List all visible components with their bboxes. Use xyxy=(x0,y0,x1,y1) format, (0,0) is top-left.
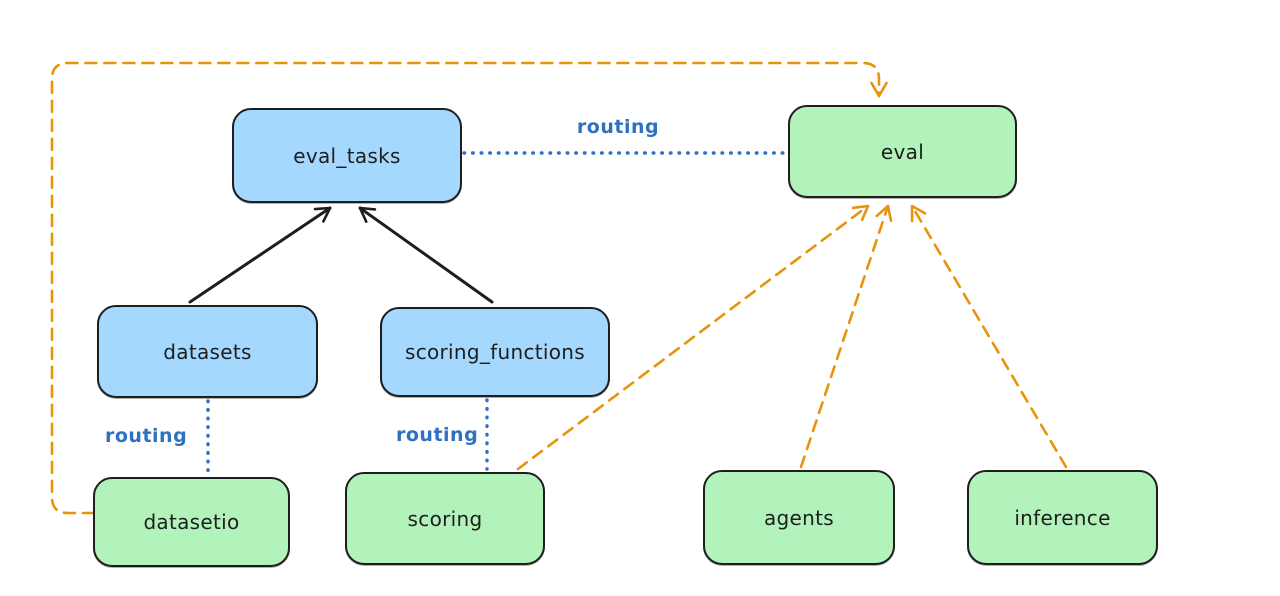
node-scoring: scoring xyxy=(345,472,545,565)
edge-label-routing-scoring: routing xyxy=(396,424,479,446)
node-datasetio: datasetio xyxy=(93,477,290,567)
node-datasetio-label: datasetio xyxy=(143,510,240,534)
edge-inference-to-eval xyxy=(910,204,1068,469)
edge-datasets-to-eval_tasks xyxy=(188,206,332,304)
node-agents-label: agents xyxy=(764,505,834,530)
node-inference-label: inference xyxy=(1014,505,1111,530)
node-scoring-label: scoring xyxy=(407,506,483,531)
edge-agents-to-eval xyxy=(799,204,893,469)
node-scoring-functions-label: scoring_functions xyxy=(404,340,586,364)
edge-scoring_functions-to-eval_tasks xyxy=(358,206,494,304)
node-agents: agents xyxy=(703,470,895,565)
node-scoring-functions: scoring_functions xyxy=(380,307,610,397)
node-eval-tasks-label: eval_tasks xyxy=(293,143,401,168)
node-inference: inference xyxy=(967,470,1158,565)
node-eval-label: eval xyxy=(880,139,925,164)
node-eval-tasks: eval_tasks xyxy=(232,108,462,203)
edge-label-routing-datasets: routing xyxy=(105,425,188,447)
edge-label-routing-top: routing xyxy=(576,116,660,138)
node-datasets: datasets xyxy=(97,305,318,398)
node-datasets-label: datasets xyxy=(163,339,252,364)
node-eval: eval xyxy=(788,105,1017,198)
